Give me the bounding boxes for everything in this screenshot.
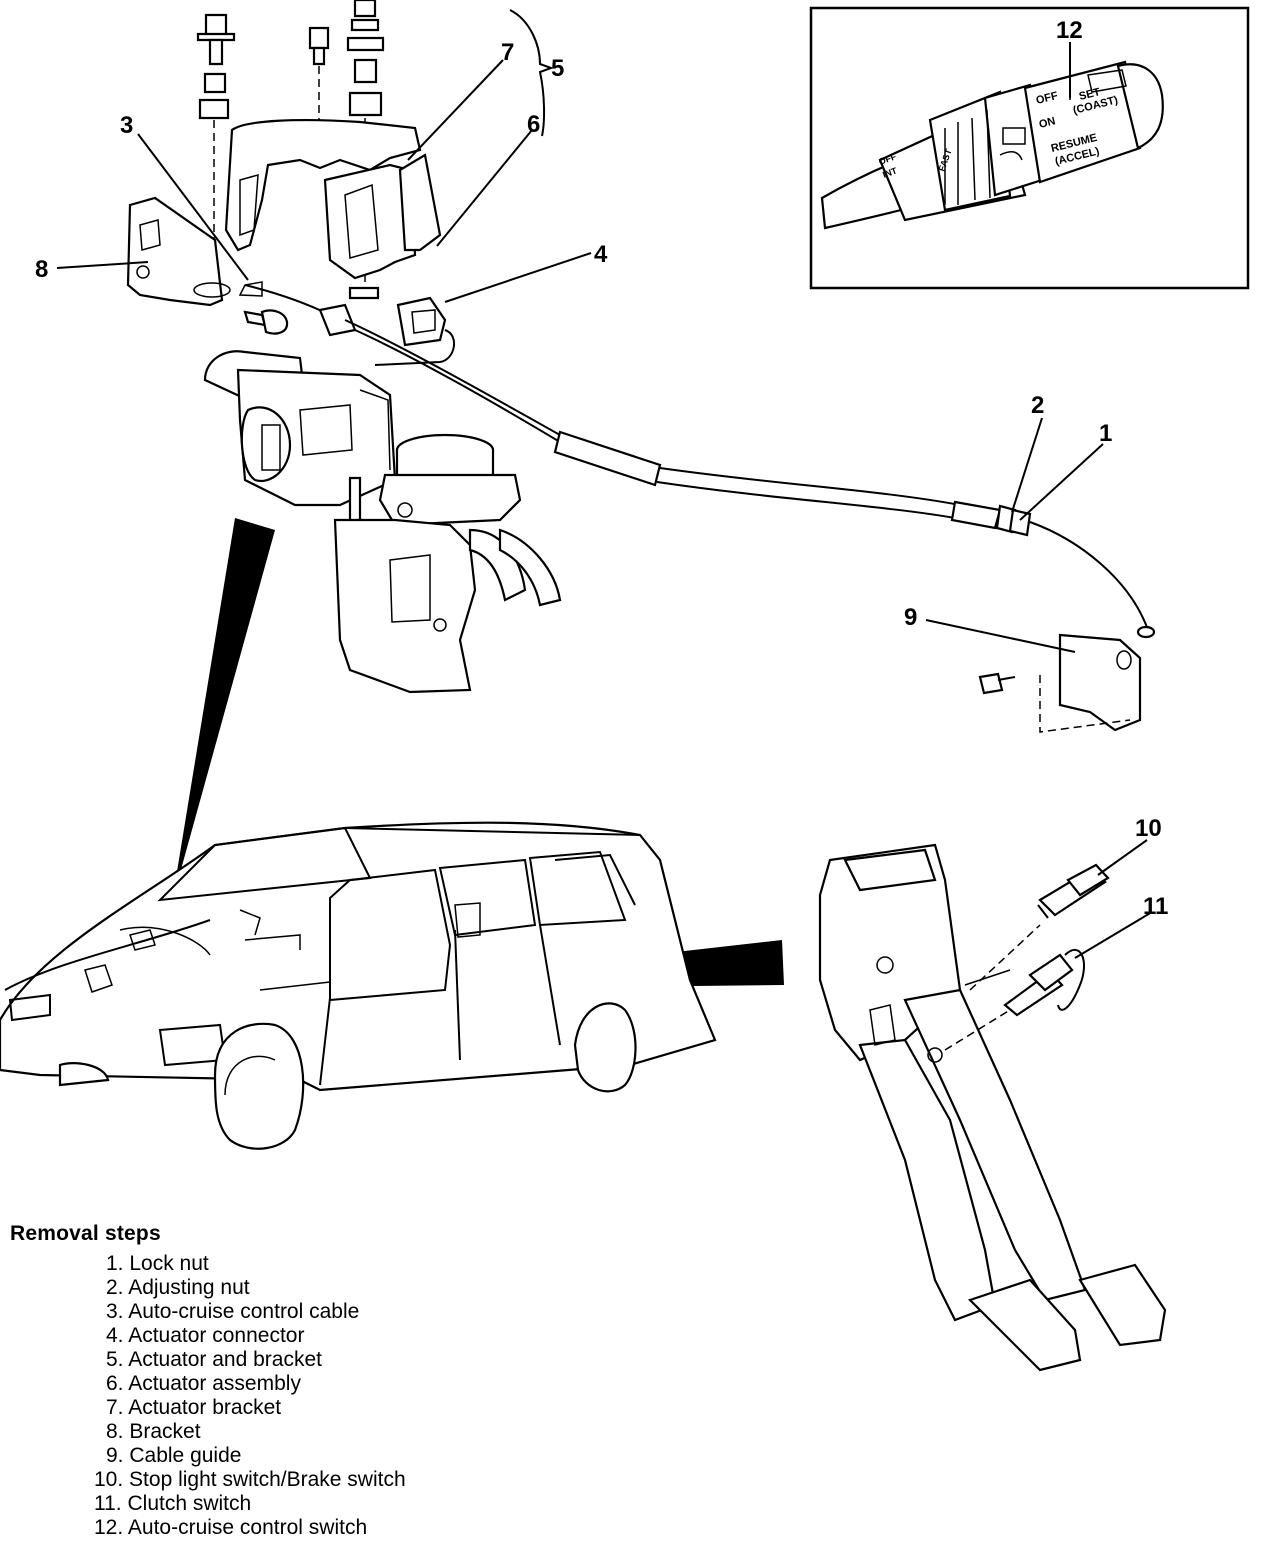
list-item: 10. Stop light switch/Brake switch xyxy=(94,1468,530,1492)
actuator-body xyxy=(203,350,397,527)
step-label: Cable guide xyxy=(129,1444,242,1467)
step-number: 2. xyxy=(106,1276,124,1299)
actuator-bracket xyxy=(224,118,442,280)
step-number: 10. xyxy=(94,1468,124,1491)
cruise-switch-stalk xyxy=(820,60,1164,230)
switch-label-set: SET xyxy=(1078,86,1102,103)
stop-light-switch xyxy=(1037,863,1110,919)
list-item: 4. Actuator connector xyxy=(106,1324,530,1348)
step-label: Actuator bracket xyxy=(128,1396,282,1419)
step-label: Clutch switch xyxy=(127,1492,252,1515)
actuator-connector xyxy=(374,296,455,366)
step-number: 12. xyxy=(94,1516,124,1539)
callout-3: 3 xyxy=(120,112,133,139)
callout-2: 2 xyxy=(1031,392,1044,419)
step-label: Auto-cruise control switch xyxy=(127,1516,368,1539)
step-number: 8. xyxy=(106,1420,124,1443)
step-number: 1. xyxy=(106,1252,124,1275)
step-number: 9. xyxy=(106,1444,124,1467)
step-label: Actuator assembly xyxy=(128,1372,301,1395)
list-item: 6. Actuator assembly xyxy=(106,1372,530,1396)
step-number: 4. xyxy=(106,1324,124,1347)
callout-8: 8 xyxy=(35,256,48,283)
step-label: Bracket xyxy=(129,1420,201,1443)
list-item: 5. Actuator and bracket xyxy=(106,1348,530,1372)
removal-steps-list: 1. Lock nut 2. Adjusting nut 3. Auto-cru… xyxy=(10,1252,530,1540)
switch-inset: OFF ON SET (COAST) RESUME (ACCEL) OFF IN… xyxy=(809,6,1250,290)
leader-lines xyxy=(56,9,1153,959)
callout-12: 12 xyxy=(1056,17,1083,44)
step-number: 5. xyxy=(106,1348,124,1371)
list-item: 12. Auto-cruise control switch xyxy=(94,1516,530,1540)
step-label: Adjusting nut xyxy=(128,1276,250,1299)
master-cylinder xyxy=(333,433,562,694)
callout-1: 1 xyxy=(1099,420,1112,447)
callout-5: 5 xyxy=(551,55,564,82)
pedal-assembly xyxy=(818,843,1167,1372)
list-item: 9. Cable guide xyxy=(106,1444,530,1468)
step-number: 6. xyxy=(106,1372,124,1395)
step-number: 11. xyxy=(94,1492,122,1515)
bracket-bolt-left xyxy=(196,13,236,240)
pointer-wedge-engine xyxy=(172,518,275,902)
step-label: Stop light switch/Brake switch xyxy=(129,1468,406,1491)
car-illustration xyxy=(0,821,717,1150)
step-label: Auto-cruise control cable xyxy=(128,1300,360,1323)
list-item: 11. Clutch switch xyxy=(94,1492,530,1516)
callout-4: 4 xyxy=(594,241,608,268)
cable-guide xyxy=(978,633,1142,733)
switch-label-off: OFF xyxy=(1035,90,1060,107)
list-item: 7. Actuator bracket xyxy=(106,1396,530,1420)
list-item: 8. Bracket xyxy=(106,1420,530,1444)
mounting-bolt xyxy=(243,309,289,335)
step-number: 3. xyxy=(106,1300,124,1323)
step-label: Actuator and bracket xyxy=(128,1348,322,1371)
callout-9: 9 xyxy=(904,604,917,631)
callout-7: 7 xyxy=(501,39,514,66)
list-item: 1. Lock nut xyxy=(106,1252,530,1276)
callout-11: 11 xyxy=(1143,893,1168,920)
switch-label-int: INT xyxy=(881,165,899,180)
callout-10: 10 xyxy=(1135,815,1162,842)
list-item: 3. Auto-cruise control cable xyxy=(106,1300,530,1324)
switch-label-on: ON xyxy=(1038,115,1057,131)
bracket-bolt-center xyxy=(308,26,330,130)
list-item: 2. Adjusting nut xyxy=(106,1276,530,1300)
removal-steps: Removal steps 1. Lock nut 2. Adjusting n… xyxy=(10,1222,530,1540)
clutch-switch xyxy=(1003,948,1085,1017)
auto-cruise-control-cable xyxy=(238,281,1156,639)
side-bracket xyxy=(126,196,231,307)
step-label: Actuator connector xyxy=(128,1324,305,1347)
callout-6: 6 xyxy=(527,111,540,138)
step-number: 7. xyxy=(106,1396,124,1419)
removal-steps-title: Removal steps xyxy=(10,1222,161,1245)
callout-numbers: 1 2 3 4 5 6 7 8 9 10 11 12 xyxy=(35,17,1168,920)
actuator-bracket-assembly xyxy=(126,0,1156,733)
inset-frame xyxy=(809,6,1250,290)
step-label: Lock nut xyxy=(129,1252,209,1275)
